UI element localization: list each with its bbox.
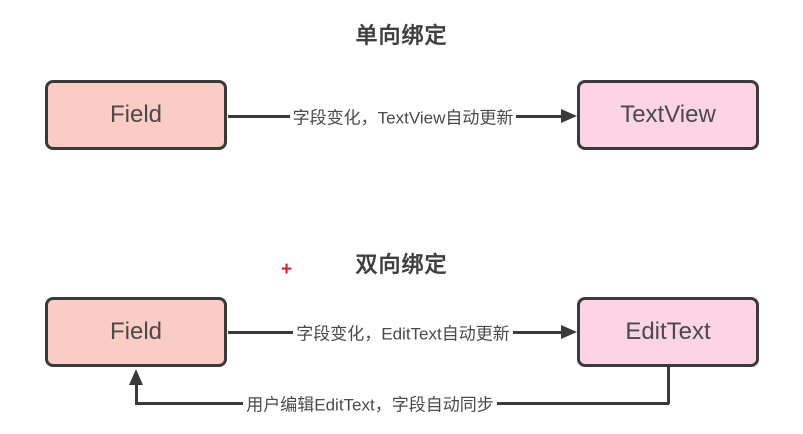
twoway-edittext-box-label: EditText xyxy=(625,318,711,345)
twoway-back-arrow-up-segment xyxy=(135,384,138,404)
oneway-textview-box-label: TextView xyxy=(620,101,716,128)
twoway-section-title: 双向绑定 xyxy=(355,252,448,277)
twoway-back-arrow-label-wrap: 用户编辑EditText，字段自动同步 xyxy=(135,390,669,428)
twoway-forward-arrow-line xyxy=(228,331,562,334)
red-crosshair-cursor-icon: + xyxy=(281,259,293,280)
twoway-back-arrow-horizontal-segment xyxy=(135,402,669,405)
twoway-back-arrow-down-segment xyxy=(667,366,670,404)
twoway-back-arrowhead-icon xyxy=(129,369,143,385)
oneway-field-box-label: Field xyxy=(109,101,163,128)
oneway-section-title: 单向绑定 xyxy=(355,23,448,48)
twoway-forward-arrow-label-wrap: 字段变化，EditText自动更新 xyxy=(229,319,577,357)
oneway-forward-arrow-label-wrap: 字段变化，TextView自动更新 xyxy=(229,103,577,141)
twoway-edittext-box: EditText xyxy=(577,297,759,367)
oneway-textview-box: TextView xyxy=(577,80,759,150)
oneway-field-box: Field xyxy=(45,80,227,150)
oneway-forward-arrow-line xyxy=(228,115,562,118)
twoway-field-box-label: Field xyxy=(109,318,163,345)
oneway-forward-arrowhead-icon xyxy=(561,109,577,123)
twoway-field-box: Field xyxy=(45,297,227,367)
twoway-forward-arrowhead-icon xyxy=(561,325,577,339)
